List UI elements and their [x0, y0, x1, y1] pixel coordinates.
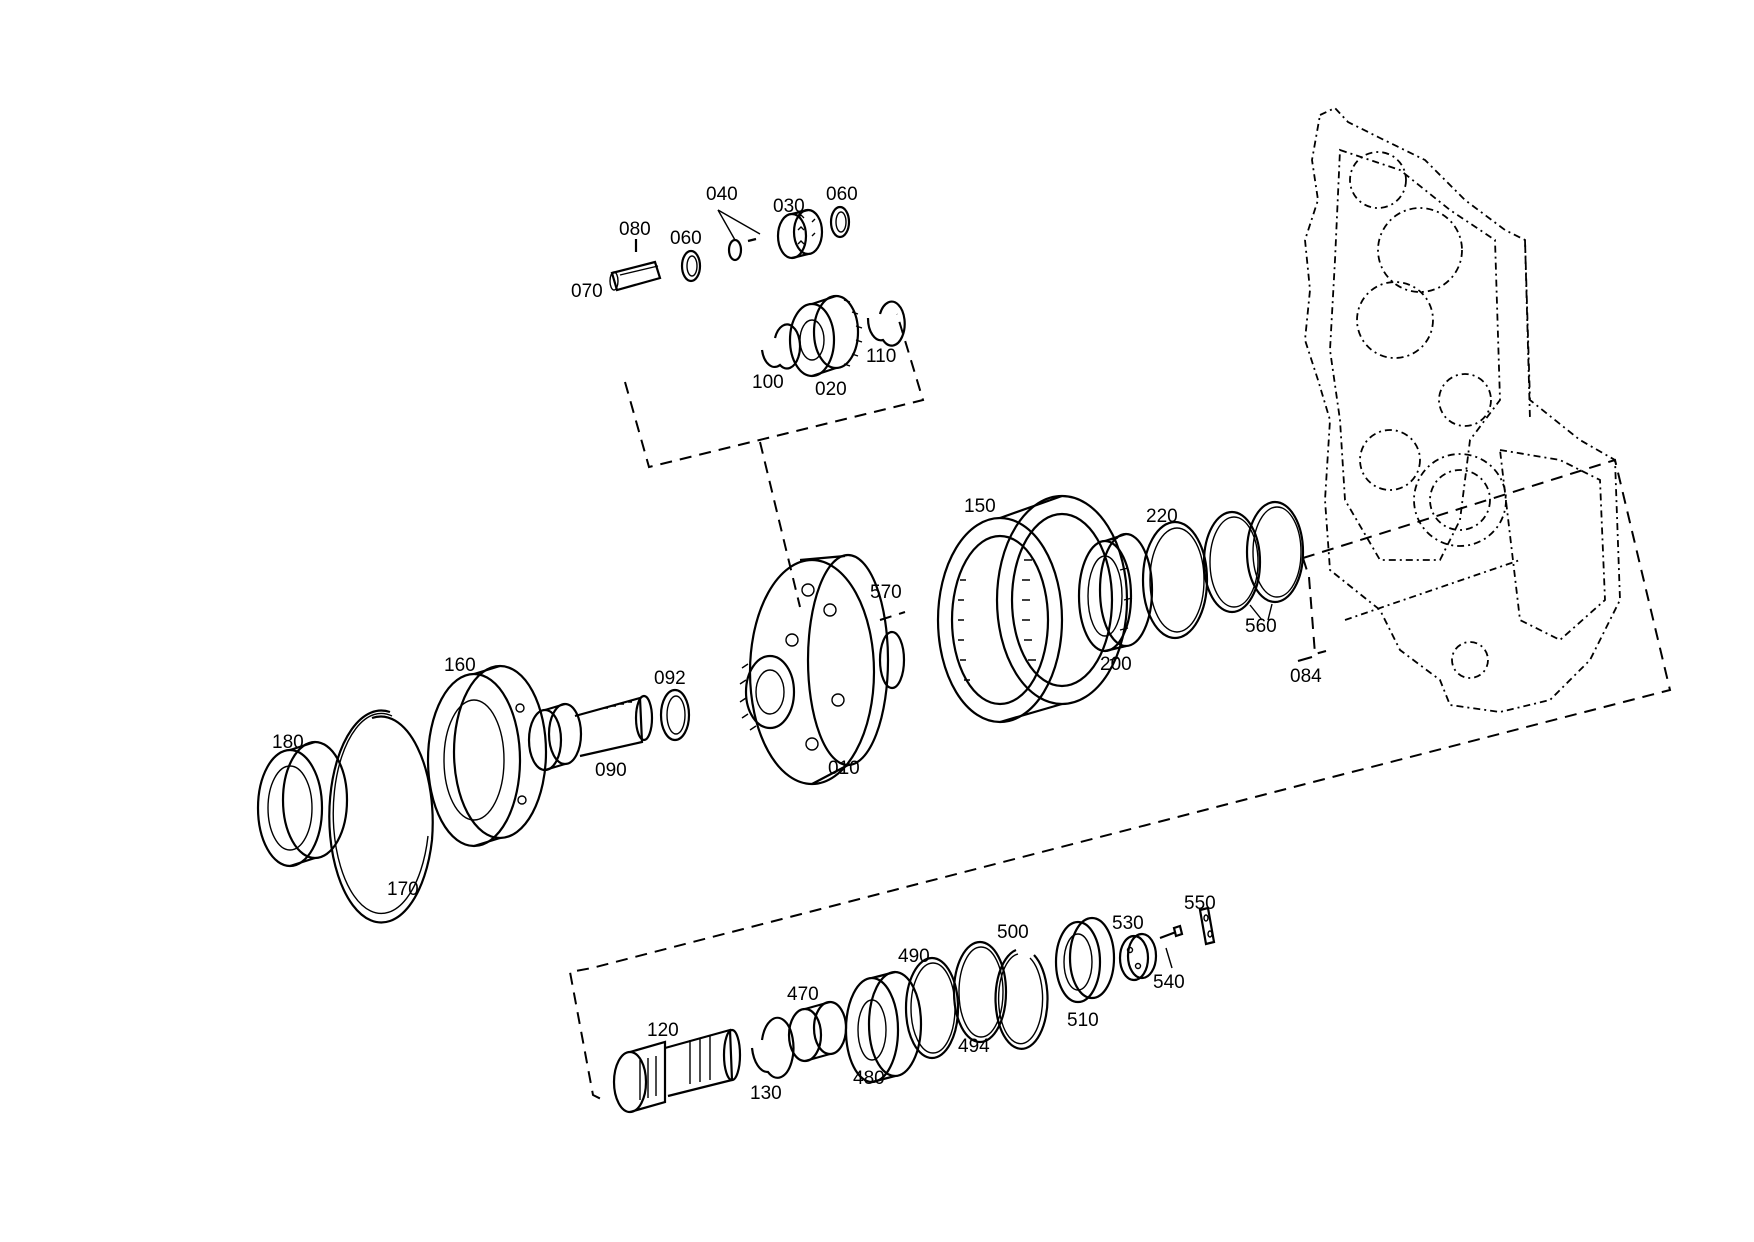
- label-130: 130: [750, 1083, 782, 1104]
- label-010: 010: [828, 758, 860, 779]
- part-530-disc: [1118, 932, 1158, 982]
- part-060-washer-left: [680, 249, 702, 283]
- label-200: 200: [1100, 654, 1132, 675]
- part-480-bearing: [844, 970, 923, 1084]
- part-220-shim: [1141, 520, 1209, 640]
- label-040: 040: [706, 184, 738, 205]
- part-160-cover: [426, 664, 548, 848]
- part-170-snap-ring: [328, 709, 434, 924]
- part-030-gear: [776, 208, 824, 260]
- label-120: 120: [647, 1020, 679, 1041]
- label-570: 570: [870, 582, 902, 603]
- label-480: 480: [853, 1068, 885, 1089]
- label-470: 470: [787, 984, 819, 1005]
- label-550: 550: [1184, 893, 1216, 914]
- label-060-left: 060: [670, 228, 702, 249]
- label-020: 020: [815, 379, 847, 400]
- label-160: 160: [444, 655, 476, 676]
- part-084: [1297, 655, 1313, 663]
- part-180-bearing: [256, 740, 349, 868]
- label-080: 080: [619, 219, 651, 240]
- label-494: 494: [958, 1036, 990, 1057]
- part-550-lock-plate: [1198, 906, 1216, 946]
- part-040-rings: [717, 209, 761, 262]
- label-180: 180: [272, 732, 304, 753]
- part-020-planet-gear: [788, 294, 863, 378]
- label-070: 070: [571, 281, 603, 302]
- label-500: 500: [997, 922, 1029, 943]
- part-150-ring-gear: [936, 494, 1133, 724]
- part-130-circlip: [750, 1016, 795, 1079]
- label-220: 220: [1146, 506, 1178, 527]
- label-560: 560: [1245, 616, 1277, 637]
- part-100-circlip: [760, 323, 802, 370]
- assembly-guide-lines: [568, 313, 1672, 1101]
- part-090-sun-shaft: [527, 694, 654, 772]
- part-470-bushing: [787, 1000, 848, 1063]
- label-490: 490: [898, 946, 930, 967]
- label-084: 084: [1290, 666, 1322, 687]
- label-100: 100: [752, 372, 784, 393]
- label-530: 530: [1112, 913, 1144, 934]
- label-092: 092: [654, 668, 686, 689]
- label-510: 510: [1067, 1010, 1099, 1031]
- label-170: 170: [387, 879, 419, 900]
- part-070-pin: [609, 260, 662, 292]
- label-150: 150: [964, 496, 996, 517]
- label-090: 090: [595, 760, 627, 781]
- part-060-washer-right: [829, 205, 851, 239]
- label-540: 540: [1153, 972, 1185, 993]
- part-540-screw: [1159, 924, 1184, 969]
- part-092-washer: [659, 688, 691, 742]
- part-110-circlip: [866, 300, 906, 347]
- part-510-seal: [1054, 916, 1116, 1004]
- part-494-shim: [952, 940, 1008, 1044]
- part-120-output-shaft: [612, 1028, 742, 1114]
- part-010-planet-carrier: [739, 553, 906, 786]
- label-030: 030: [773, 196, 805, 217]
- part-490-shim: [904, 956, 960, 1060]
- label-110: 110: [866, 346, 896, 367]
- part-500-snap-ring: [994, 948, 1049, 1050]
- transmission-housing: [1304, 106, 1621, 713]
- label-060-right: 060: [826, 184, 858, 205]
- part-560-shims: [1202, 500, 1305, 621]
- part-labels: 040 030 060 080 060 070 110 100 020 150 …: [272, 184, 1322, 1104]
- part-200-bearing: [1077, 532, 1154, 653]
